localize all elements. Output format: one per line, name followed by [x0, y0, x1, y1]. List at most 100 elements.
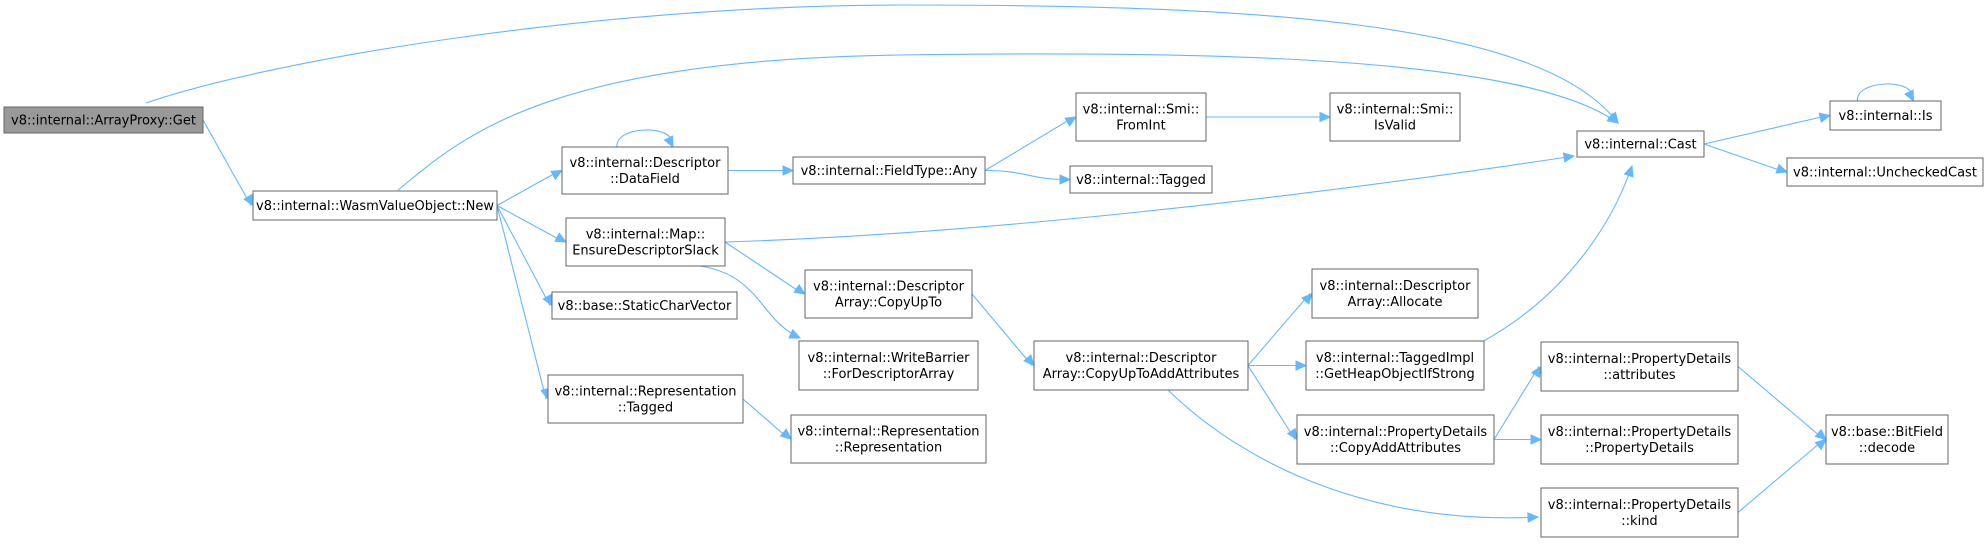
edge-copyupadd-to-allocate-arrowhead	[1301, 292, 1313, 305]
edge-copyaddattr-to-attributes	[1493, 366, 1540, 440]
node-allocate-label-1: Array::Allocate	[1347, 295, 1442, 310]
node-unchecked[interactable]: v8::internal::UncheckedCast	[1786, 157, 1984, 187]
edge-new-to-staticchar	[496, 205, 551, 306]
node-copyaddattr[interactable]: v8::internal::PropertyDetails::CopyAddAt…	[1296, 414, 1495, 465]
edge-cast-to-unchecked-arrowhead	[1775, 163, 1789, 174]
node-staticchar[interactable]: v8::base::StaticCharVector	[551, 291, 738, 320]
edge-fieldany-to-tagged	[984, 169, 1069, 181]
edge-kind-to-decode-arrowhead	[1814, 438, 1827, 451]
edge-cast-to-is-arrowhead	[1818, 112, 1832, 123]
node-fieldany-label-0: v8::internal::FieldType::Any	[801, 164, 978, 179]
node-is-box	[1829, 100, 1942, 131]
node-attributes[interactable]: v8::internal::PropertyDetails::attribute…	[1540, 341, 1739, 392]
node-unchecked-label-0: v8::internal::UncheckedCast	[1793, 166, 1977, 181]
node-kind[interactable]: v8::internal::PropertyDetails::kind	[1540, 487, 1739, 538]
node-get[interactable]: v8::internal::ArrayProxy::Get	[3, 106, 204, 134]
edge-copyaddattr-to-attributes-arrowhead	[1530, 365, 1542, 379]
edge-new-to-datafield	[496, 170, 561, 206]
edge-fieldany-to-tagged-arrowhead	[1059, 174, 1072, 185]
edge-get-to-new-arrowhead	[243, 193, 254, 207]
edge-cast-to-unchecked	[1703, 143, 1786, 173]
node-get-label-0: v8::internal::ArrayProxy::Get	[11, 114, 196, 129]
edge-ensure-to-copyupto	[724, 241, 804, 295]
node-unchecked-box	[1786, 157, 1984, 187]
node-is[interactable]: v8::internal::Is	[1829, 100, 1942, 131]
node-kind-label-0: v8::internal::PropertyDetails	[1548, 498, 1732, 513]
edge-ensure-to-cast-arrowhead	[1562, 152, 1576, 163]
edge-copyupto-to-copyupadd-arrowhead	[1023, 354, 1035, 367]
node-writebarrier-label-1: ::ForDescriptorArray	[823, 367, 955, 382]
edge-datafield-to-fieldany-arrowhead	[782, 165, 795, 176]
edge-new-to-cast-arrowhead	[1606, 112, 1619, 124]
node-propdetails-label-0: v8::internal::PropertyDetails	[1548, 425, 1732, 440]
node-is-label-0: v8::internal::Is	[1839, 109, 1933, 124]
node-new-label-0: v8::internal::WasmValueObject::New	[256, 199, 494, 214]
node-kind-label-1: ::kind	[1621, 514, 1657, 529]
node-propdetails-box	[1540, 414, 1739, 465]
node-copyupto-label-0: v8::internal::Descriptor	[813, 280, 965, 295]
node-ensure[interactable]: v8::internal::Map::EnsureDescriptorSlack	[565, 217, 726, 267]
edge-getheap-to-cast-arrowhead	[1623, 164, 1634, 178]
nodes-layer: v8::internal::ArrayProxy::Getv8::interna…	[3, 92, 1984, 538]
node-isvalid[interactable]: v8::internal::Smi::IsValid	[1329, 92, 1461, 142]
edge-cast-to-is	[1703, 114, 1829, 145]
edge-attributes-to-decode-arrowhead	[1814, 428, 1827, 441]
edge-fromint-to-isvalid-arrowhead	[1319, 111, 1332, 123]
node-writebarrier-label-0: v8::internal::WriteBarrier	[808, 351, 971, 366]
node-representation-box	[790, 414, 987, 464]
edge-copyupadd-to-getheap-arrowhead	[1295, 360, 1308, 371]
node-getheap[interactable]: v8::internal::TaggedImpl::GetHeapObjectI…	[1305, 340, 1485, 391]
edge-ensure-to-copyupto-arrowhead	[793, 283, 807, 295]
edge-attributes-to-decode	[1737, 366, 1825, 440]
node-fieldany[interactable]: v8::internal::FieldType::Any	[792, 156, 986, 185]
node-copyupto[interactable]: v8::internal::DescriptorArray::CopyUpTo	[804, 269, 973, 319]
node-datafield-label-0: v8::internal::Descriptor	[570, 156, 722, 171]
node-fromint[interactable]: v8::internal::Smi::FromInt	[1075, 92, 1207, 142]
node-allocate-box	[1311, 268, 1479, 319]
edge-new-to-ensure	[496, 205, 565, 243]
edge-fieldany-to-fromint	[984, 116, 1075, 171]
node-tagged[interactable]: v8::internal::Tagged	[1069, 165, 1213, 194]
edge-new-to-ensure-arrowhead	[554, 232, 568, 243]
node-decode-label-1: ::decode	[1859, 441, 1915, 456]
node-attributes-box	[1540, 341, 1739, 392]
node-tagged-box	[1069, 165, 1213, 194]
node-new[interactable]: v8::internal::WasmValueObject::New	[252, 190, 498, 221]
node-isvalid-label-1: IsValid	[1374, 119, 1416, 134]
node-ensure-label-1: EnsureDescriptorSlack	[572, 244, 719, 259]
node-writebarrier[interactable]: v8::internal::WriteBarrier::ForDescripto…	[798, 340, 979, 391]
node-propdetails[interactable]: v8::internal::PropertyDetails::PropertyD…	[1540, 414, 1739, 465]
node-attributes-label-1: ::attributes	[1603, 368, 1675, 383]
node-representation[interactable]: v8::internal::Representation::Representa…	[790, 414, 987, 464]
edge-copyupadd-to-allocate	[1247, 293, 1311, 366]
edge-getheap-to-cast	[1479, 165, 1633, 344]
edge-new-to-reptagged	[496, 205, 547, 400]
edge-copyupadd-to-kind-arrowhead	[1527, 512, 1540, 523]
edge-kind-to-decode	[1737, 439, 1825, 513]
node-reptagged-label-1: ::Tagged	[618, 401, 673, 416]
edge-get-to-new	[202, 119, 252, 206]
node-datafield-box	[561, 146, 729, 195]
edge-datafield-to-datafield	[616, 129, 672, 148]
node-reptagged-box	[547, 374, 744, 424]
node-staticchar-label-0: v8::base::StaticCharVector	[558, 299, 732, 314]
node-decode-label-0: v8::base::BitField	[1831, 425, 1943, 440]
node-decode-box	[1825, 414, 1949, 465]
node-allocate[interactable]: v8::internal::DescriptorArray::Allocate	[1311, 268, 1479, 319]
node-copyaddattr-box	[1296, 414, 1495, 465]
node-datafield-label-1: ::DataField	[610, 172, 680, 187]
node-cast[interactable]: v8::internal::Cast	[1576, 130, 1705, 158]
edge-ensure-to-cast	[724, 155, 1575, 243]
edge-get-to-cast	[145, 4, 1619, 124]
edge-new-to-cast	[397, 53, 1619, 191]
node-decode[interactable]: v8::base::BitField::decode	[1825, 414, 1949, 465]
node-datafield[interactable]: v8::internal::Descriptor::DataField	[561, 146, 729, 195]
node-copyupadd[interactable]: v8::internal::DescriptorArray::CopyUpToA…	[1033, 340, 1249, 391]
edge-copyupadd-to-copyaddattr	[1247, 365, 1296, 440]
node-reptagged[interactable]: v8::internal::Representation::Tagged	[547, 374, 744, 424]
node-propdetails-label-1: ::PropertyDetails	[1585, 441, 1694, 456]
node-kind-box	[1540, 487, 1739, 538]
node-representation-label-1: ::Representation	[835, 441, 943, 456]
node-copyaddattr-label-1: ::CopyAddAttributes	[1330, 441, 1461, 456]
node-getheap-box	[1305, 340, 1485, 391]
